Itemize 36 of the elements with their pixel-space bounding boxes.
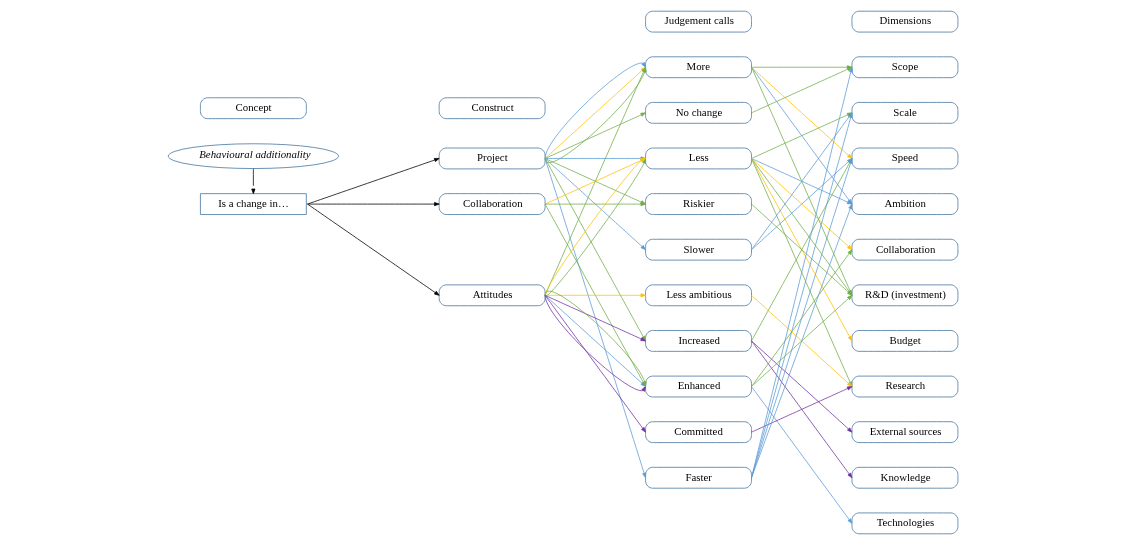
node-box: Ambition [851,193,958,215]
node-ellipse: Behavioural additionality [167,143,339,169]
arrow [250,168,255,195]
arrow [306,158,440,205]
node-box: Committed [644,421,752,443]
node-box: Scale [851,102,958,124]
node-box: Slower [644,238,752,261]
node-box: R&D (investment) [851,284,958,307]
node-box: Less [644,147,752,170]
node-box: Less ambitious [644,284,752,307]
node-box: Budget [851,330,958,352]
node-box: Faster [644,466,752,489]
node-box: Research [851,375,958,398]
node-box: Riskier [644,193,752,215]
node-box: Construct [438,97,545,120]
node-box: External sources [851,421,958,443]
node-box: Is a change in… [199,193,307,215]
arrow [750,386,852,433]
node-box: Collaboration [851,238,958,261]
arrow [544,293,646,298]
arrow [750,203,852,296]
node-box: Knowledge [851,466,958,489]
node-box: Increased [644,330,752,352]
node-box: Technologies [851,512,958,535]
arrow [750,386,852,524]
arrow [306,202,440,207]
arrow [306,203,440,296]
node-box: No change [644,102,752,124]
node-box: Concept [199,97,307,120]
node-box: Collaboration [438,193,545,215]
node-box: Dimensions [851,10,958,33]
node-box: Project [438,147,545,170]
node-box: Attitudes [438,284,545,307]
node-box: Judgement calls [644,10,752,33]
node-box: Speed [851,147,958,170]
node-box: Scope [851,56,958,79]
